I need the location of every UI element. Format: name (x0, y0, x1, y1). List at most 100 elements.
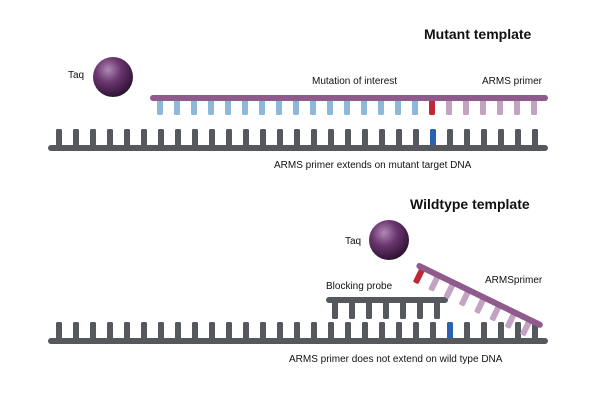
template-base (328, 322, 334, 340)
template-base (311, 322, 317, 340)
blocking-probe-label: Blocking probe (326, 281, 393, 292)
mutant-template-panel (48, 57, 548, 151)
template-base (141, 322, 147, 340)
probe-base (383, 301, 389, 319)
mutation-of-interest-label: Mutation of interest (312, 76, 398, 87)
primer-base (344, 99, 350, 115)
template-base (515, 322, 521, 340)
primer-base (361, 99, 367, 115)
primer-base (157, 99, 163, 115)
template-base (226, 129, 232, 147)
template-base (243, 129, 249, 147)
primer-base (520, 320, 532, 337)
primer-base (443, 282, 456, 299)
template-base (209, 322, 215, 340)
primer-base (489, 305, 502, 322)
mutant-caption: ARMS primer extends on mutant target DNA (274, 160, 472, 171)
template-base (345, 129, 351, 147)
template-base (192, 129, 198, 147)
template-base (362, 322, 368, 340)
template-base (430, 322, 436, 340)
template-base (498, 322, 504, 340)
primer-base (327, 99, 333, 115)
template-base (226, 322, 232, 340)
taq-label: Taq (68, 70, 85, 81)
template-base (396, 322, 402, 340)
arms-primer-label: ARMSprimer (485, 275, 543, 286)
template-base (481, 129, 487, 147)
template-base (175, 322, 181, 340)
template-base (447, 322, 453, 340)
wildtype-template-bases (56, 322, 538, 340)
primer-base (174, 99, 180, 115)
primer-base (459, 290, 471, 307)
primer-base (514, 99, 520, 115)
template-base (277, 129, 283, 147)
primer-base (446, 99, 452, 115)
primer-base (378, 99, 384, 115)
primer-base (480, 99, 486, 115)
primer-base (412, 99, 418, 115)
primer-base (413, 267, 425, 284)
primer-base (293, 99, 299, 115)
template-base (532, 129, 538, 147)
template-base (73, 322, 79, 340)
primer-base (505, 312, 517, 329)
primer-base (259, 99, 265, 115)
probe-base (400, 301, 406, 319)
template-base (294, 322, 300, 340)
template-base (430, 129, 436, 147)
template-base (345, 322, 351, 340)
template-base (56, 129, 62, 147)
wildtype-caption: ARMS primer does not extend on wild type… (289, 354, 503, 365)
mutant-template-backbone (48, 145, 548, 151)
arms-primer-lifted (413, 263, 543, 337)
wildtype-template-title: Wildtype template (410, 196, 530, 212)
template-base (56, 322, 62, 340)
arms-primer-label: ARMS primer (482, 76, 543, 87)
template-base (464, 322, 470, 340)
primer-base (310, 99, 316, 115)
blocking-probe-backbone (326, 297, 448, 303)
template-base (158, 129, 164, 147)
wildtype-template-backbone (48, 338, 548, 344)
mutant-template-bases (56, 129, 538, 147)
template-base (260, 129, 266, 147)
template-base (209, 129, 215, 147)
primer-base (531, 99, 537, 115)
template-base (124, 129, 130, 147)
template-base (311, 129, 317, 147)
mutant-primer-bases (157, 99, 537, 115)
probe-base (366, 301, 372, 319)
template-base (141, 129, 147, 147)
primer-base (191, 99, 197, 115)
primer-base (463, 99, 469, 115)
template-base (158, 322, 164, 340)
template-base (413, 129, 419, 147)
primer-base (276, 99, 282, 115)
template-base (107, 322, 113, 340)
template-base (464, 129, 470, 147)
template-base (260, 322, 266, 340)
template-base (532, 322, 538, 340)
mutant-template-title: Mutant template (424, 26, 532, 42)
primer-base (497, 99, 503, 115)
probe-base (434, 301, 440, 319)
template-base (515, 129, 521, 147)
template-base (328, 129, 334, 147)
template-base (107, 129, 113, 147)
template-base (175, 129, 181, 147)
blocking-probe-bases (332, 301, 440, 319)
template-base (413, 322, 419, 340)
primer-base (242, 99, 248, 115)
template-base (447, 129, 453, 147)
wildtype-template-panel (48, 220, 548, 344)
primer-base (208, 99, 214, 115)
primer-base (225, 99, 231, 115)
template-base (277, 322, 283, 340)
primer-base (395, 99, 401, 115)
probe-base (349, 301, 355, 319)
primer-base (429, 99, 435, 115)
probe-base (332, 301, 338, 319)
